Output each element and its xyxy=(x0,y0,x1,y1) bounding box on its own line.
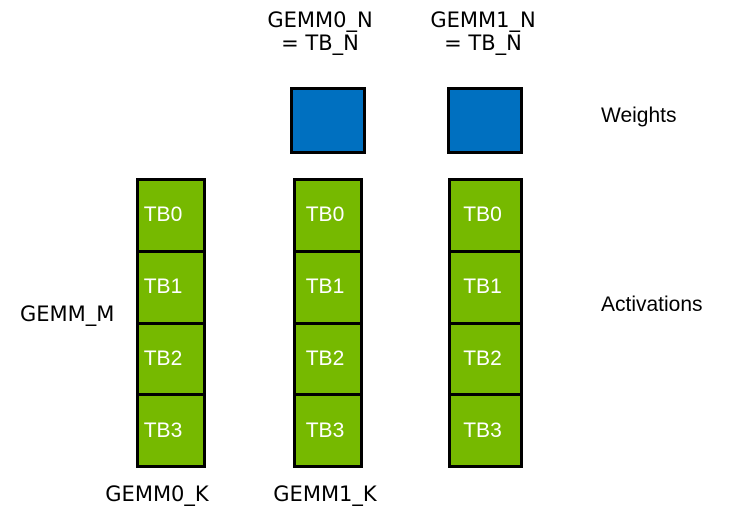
gemm-m-label: GEMM_M xyxy=(20,302,115,326)
activation-column-gemm0k: TB0 TB1 TB2 TB3 xyxy=(136,178,206,468)
tb-block: TB1 xyxy=(448,249,523,325)
tb-block-label: TB1 xyxy=(143,275,183,299)
gemm0-n-label-line2: = TB_N xyxy=(281,31,359,55)
gemm0-n-label-line1: GEMM0_N xyxy=(267,8,373,32)
tb-block: TB3 xyxy=(136,393,206,468)
tb-block-label: TB2 xyxy=(305,346,345,370)
tb-block: TB1 xyxy=(136,249,206,325)
tb-block: TB3 xyxy=(293,393,363,468)
activations-label: Activations xyxy=(601,293,703,316)
tb-block-label: TB0 xyxy=(463,203,502,227)
weight-block-gemm1 xyxy=(447,87,523,154)
gemm0-k-label: GEMM0_K xyxy=(105,482,209,506)
tb-block: TB0 xyxy=(293,178,363,253)
gemm1-n-label-line2: = TB_N xyxy=(444,31,522,55)
gemm1-n-label-line1: GEMM1_N xyxy=(430,8,536,32)
tb-block-label: TB1 xyxy=(305,275,345,299)
tb-block: TB1 xyxy=(293,249,363,325)
weights-label: Weights xyxy=(601,104,677,127)
gemm1-n-label: GEMM1_N = TB_N xyxy=(401,9,565,55)
tb-block-label: TB3 xyxy=(143,418,183,442)
tb-block: TB2 xyxy=(448,321,523,397)
gemm1-k-label: GEMM1_K xyxy=(273,482,377,506)
tb-block: TB2 xyxy=(136,321,206,397)
tb-block-label: TB0 xyxy=(143,203,183,227)
activation-column-gemm1k: TB0 TB1 TB2 TB3 xyxy=(293,178,363,468)
tb-block-label: TB3 xyxy=(305,418,345,442)
tb-block: TB0 xyxy=(448,178,523,253)
tb-block-label: TB0 xyxy=(305,203,345,227)
tb-block-label: TB2 xyxy=(463,346,502,370)
tb-block: TB3 xyxy=(448,393,523,468)
weight-block-gemm0 xyxy=(290,87,366,154)
tb-block-label: TB2 xyxy=(143,346,183,370)
tb-block-label: TB3 xyxy=(463,418,502,442)
activation-column-right: TB0 TB1 TB2 TB3 xyxy=(448,178,523,468)
gemm0-n-label: GEMM0_N = TB_N xyxy=(238,9,402,55)
tb-block-label: TB1 xyxy=(463,275,502,299)
tb-block: TB0 xyxy=(136,178,206,253)
tb-block: TB2 xyxy=(293,321,363,397)
